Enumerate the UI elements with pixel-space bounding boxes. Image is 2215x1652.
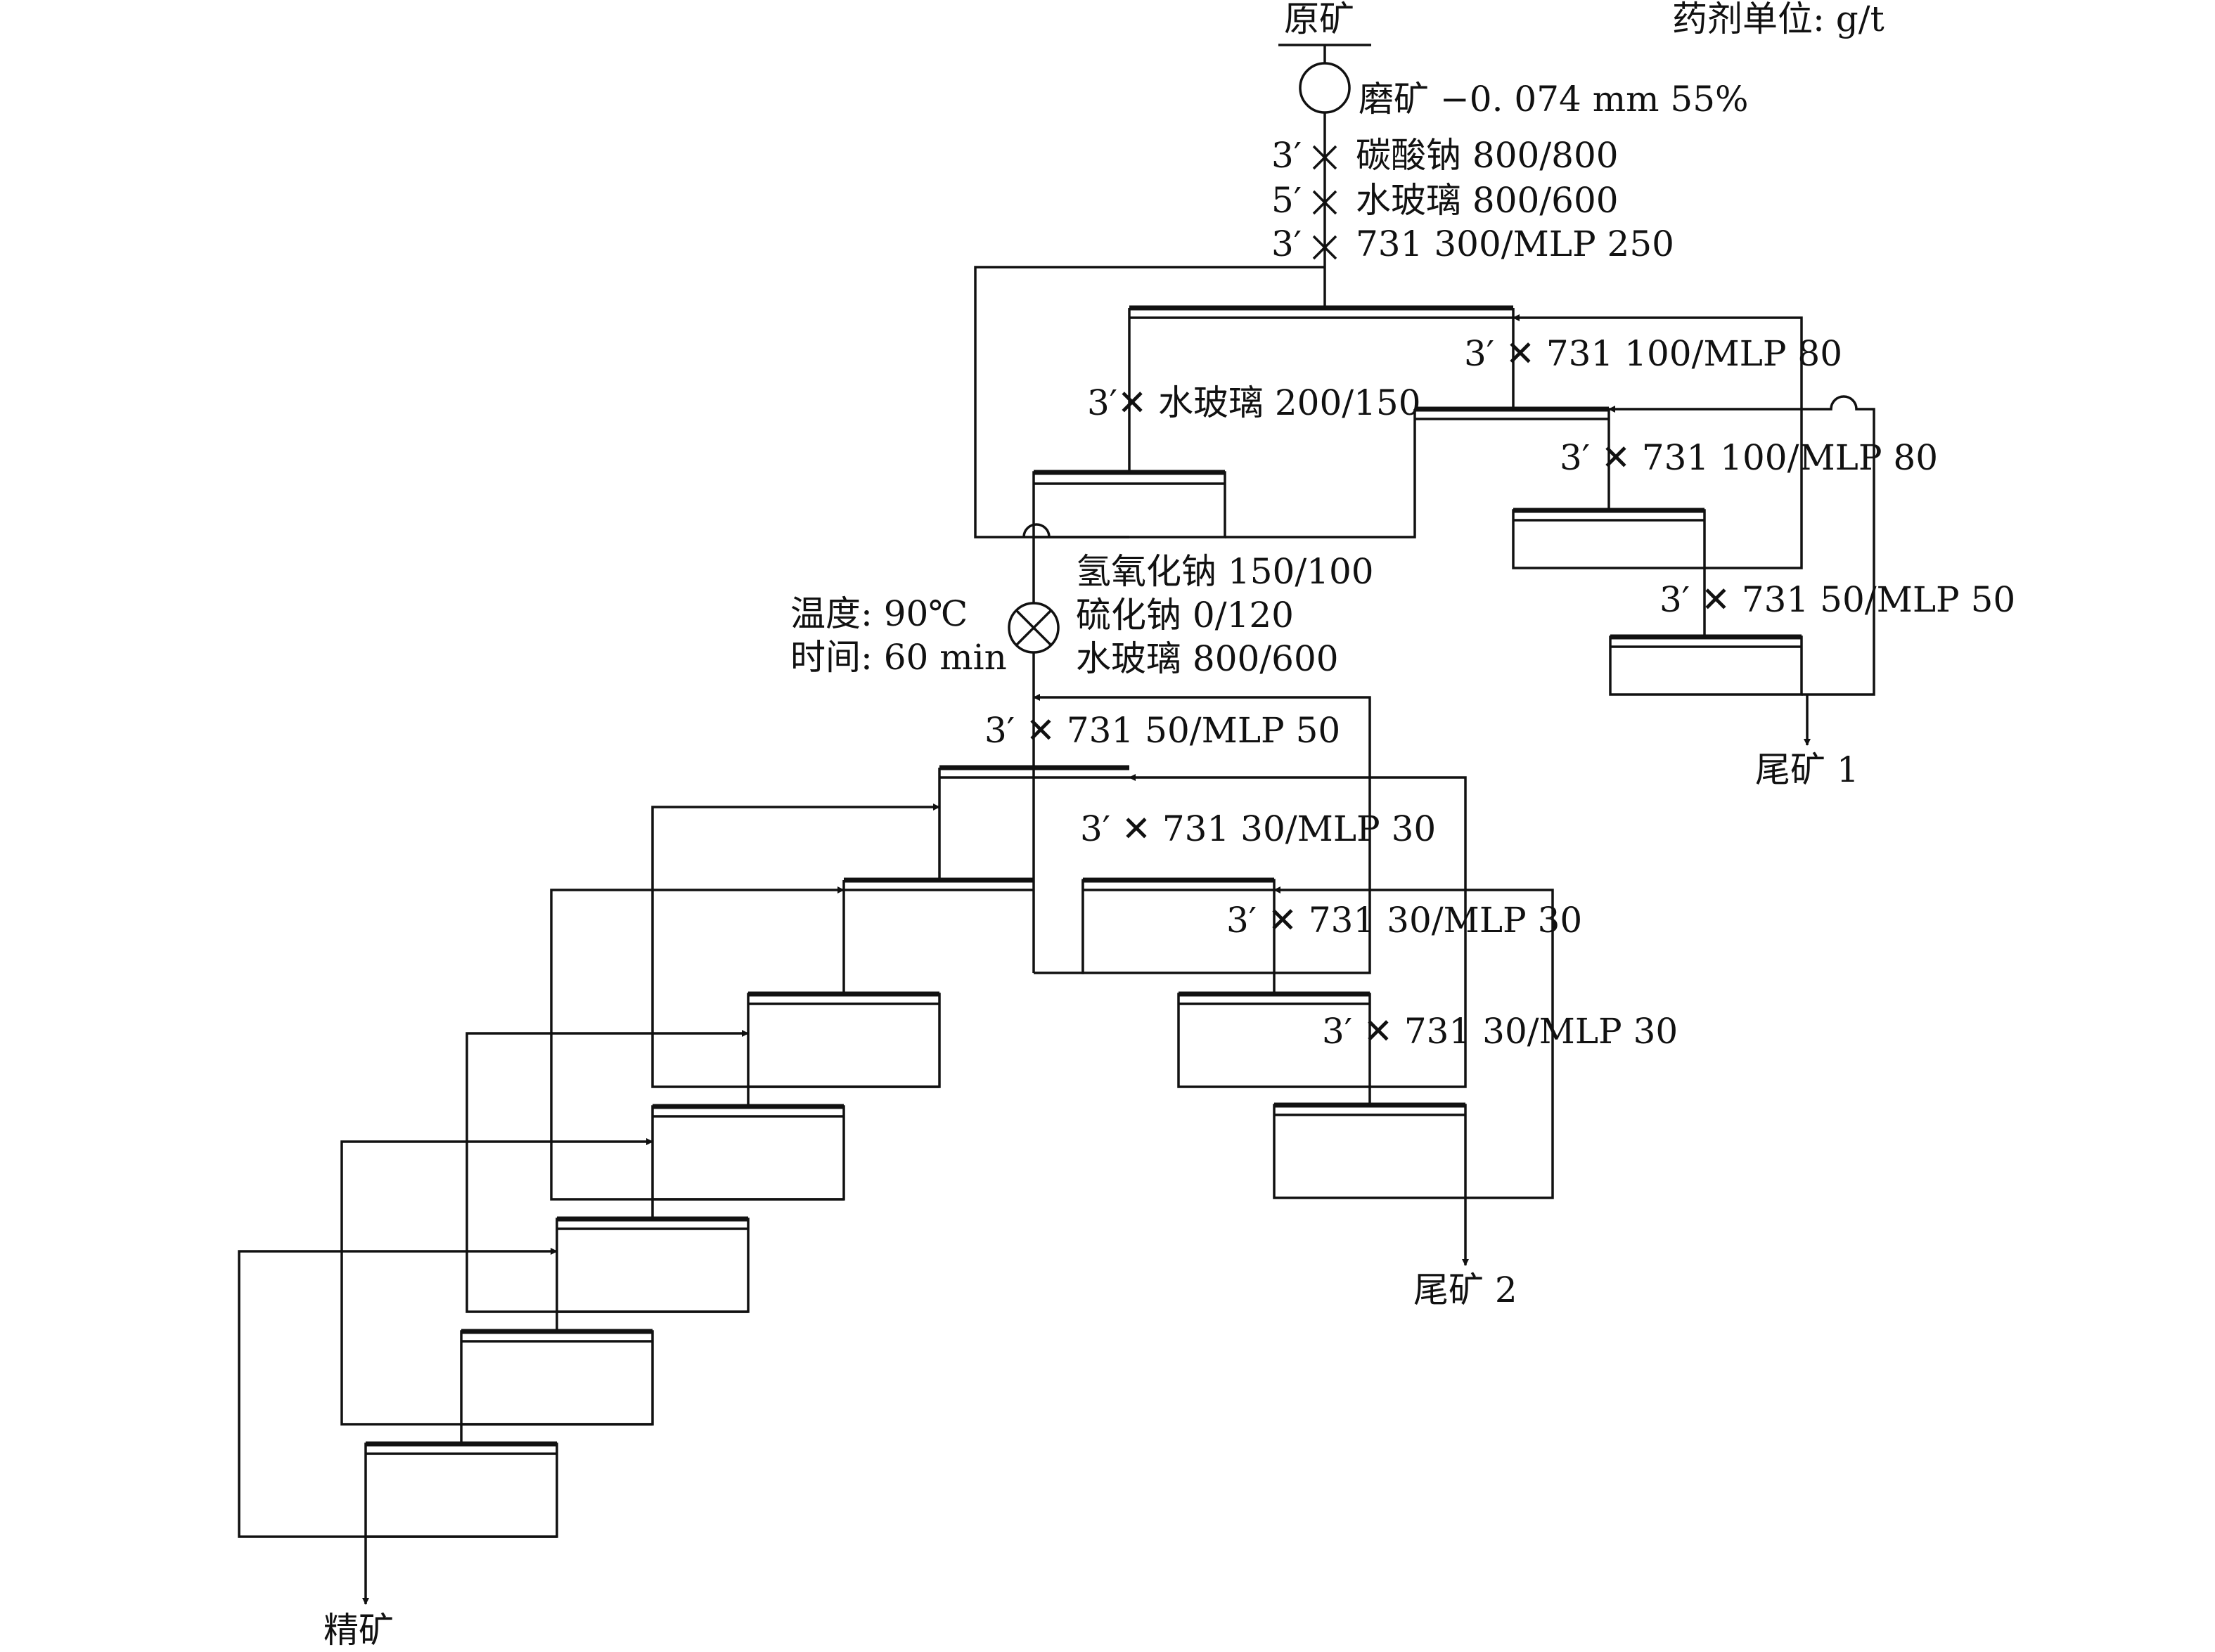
concentrate-label: 精矿 [323,1610,394,1651]
tail-1-label: 尾矿 1 [1755,749,1859,790]
grinding-label: 磨矿 −0. 074 mm 55% [1359,79,1749,120]
conditioning-time: 3′ [1271,224,1302,264]
grinding-circle-icon [1299,62,1351,114]
cleaner-2-4-cell [556,1218,750,1313]
scavenger-2-1-return-line [1033,694,1371,974]
conditioning-reagent: 731 300/MLP 250 [1356,224,1674,264]
scavenger-1-reagent: 3′ ✕ 731 100/MLP 80 [1464,333,1842,374]
heating-reagent: 氢氧化钠 150/100 [1076,551,1374,592]
scavenger-2-1-cell [1081,879,1276,974]
rougher-2-to-scav-line [1034,880,1084,974]
heating-temperature: 温度: 90℃ [790,593,968,634]
cleaner-2-5-cell [460,1330,654,1426]
scavenger-2-3-reagent: 3′ ✕ 731 30/MLP 30 [1322,1011,1678,1052]
scavenger-2-2-return-line [1129,774,1467,1088]
scavenger-2-reagent: 3′ ✕ 731 100/MLP 80 [1560,437,1938,478]
cleaner-1-cell [1032,471,1226,538]
cleaner-2-3-return-line [550,886,845,1201]
conditioning-cross-icon [1312,190,1337,215]
conditioning-cross-icon [1312,235,1337,260]
conditioning-time: 3′ [1271,135,1302,176]
scavenger-2-3-cell [1273,1104,1467,1199]
feed-label: 原矿 [1284,0,1354,39]
scavenger-2-return-line [1513,314,1803,569]
conditioning-cross-icon [1312,145,1337,170]
reagent-units-note: 药剂单位: g/t [1672,0,1885,39]
cleaner-2-2-cell [747,993,941,1088]
cleaner-1-reagent: 3′✕ 水玻璃 200/150 [1087,382,1421,423]
scavenger-2-3-return-line [1273,886,1554,1199]
cleaner-tail-return-line [1225,409,1416,538]
scavenger-3-reagent: 3′ ✕ 731 50/MLP 50 [1659,579,2015,620]
cleaner-2-2-return-line [651,804,940,1088]
cleaner-2-6-cell [364,1443,558,1538]
cleaner-2-4-return-line [466,1030,749,1313]
conditioning-reagent: 水玻璃 800/600 [1356,180,1619,221]
rougher-2-reagent: 3′ ✕ 731 50/MLP 50 [984,710,1340,751]
heating-time: 时间: 60 min [790,637,1007,678]
cleaner-2-5-return-line [340,1138,653,1426]
line-hop [1022,523,1051,538]
cleaner-2-3-cell [651,1105,845,1201]
heating-reagent: 硫化钠 0/120 [1076,595,1294,635]
cleaner-2-6-return-line [238,1248,558,1538]
conditioning-reagent: 碳酸钠 800/800 [1356,135,1619,176]
conditioning-time: 5′ [1271,180,1302,221]
heating-reagent: 水玻璃 800/600 [1076,638,1339,679]
scavenger-2-2-reagent: 3′ ✕ 731 30/MLP 30 [1226,900,1582,941]
scavenger-3-return-line [1608,395,1875,696]
scavenger-2-1-reagent: 3′ ✕ 731 30/MLP 30 [1080,808,1436,849]
scavenger-2-2-cell [1177,993,1371,1088]
tail-2-label: 尾矿 2 [1413,1270,1517,1310]
cleaner-recycle-line [974,266,1325,538]
heating-mixer-icon [1008,602,1060,654]
